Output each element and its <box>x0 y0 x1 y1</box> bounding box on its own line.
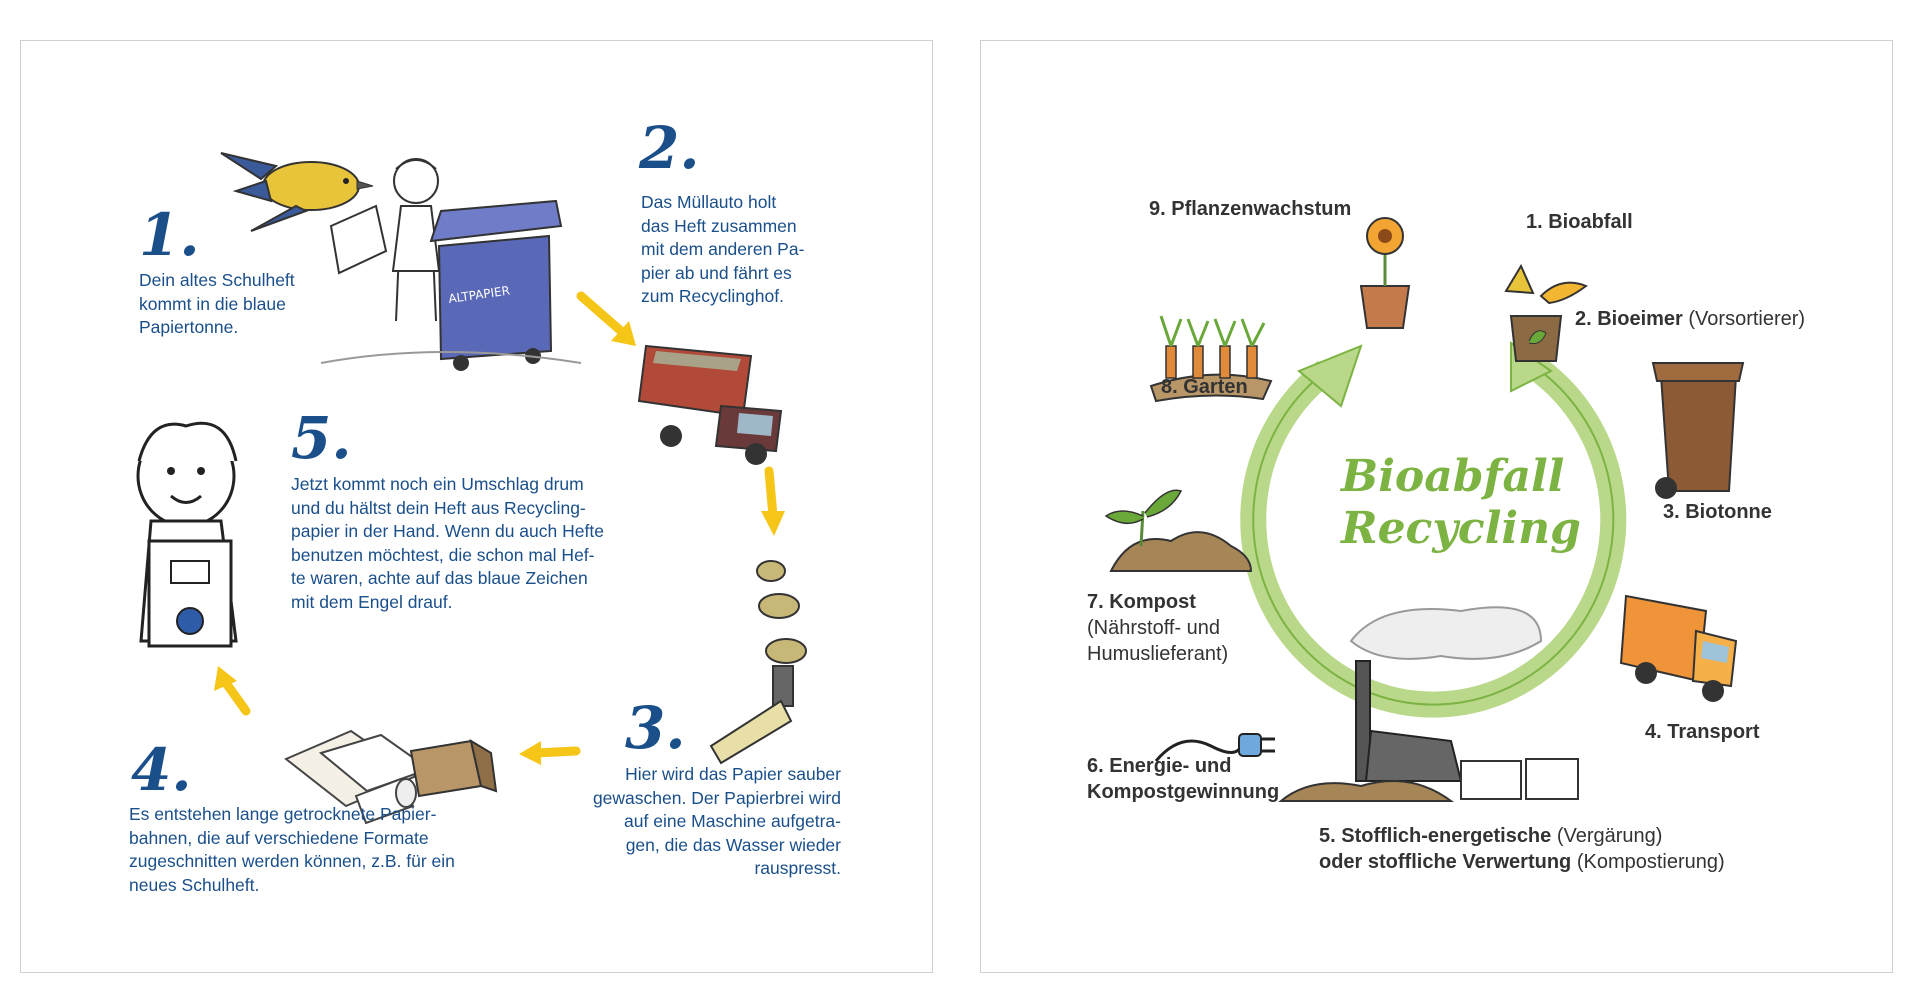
circular-arrow <box>1240 341 1627 718</box>
label-s9-bold: 9. Pflanzenwachstum <box>1149 198 1352 220</box>
step-1-number: 1. <box>139 201 200 269</box>
organic-waste-bin-icon <box>1651 362 1745 499</box>
blue-angel-icon <box>176 607 204 635</box>
paper-recycling-panel: ALTPAPIER <box>20 40 933 973</box>
step-5-number: 5. <box>291 404 352 472</box>
label-s7-line2: (Nährstoff- und <box>1087 615 1220 641</box>
blue-paper-bin-icon: ALTPAPIER <box>429 199 563 371</box>
food-scraps-icon <box>1504 263 1589 305</box>
label-s3-bold: 3. Biotonne <box>1663 501 1772 523</box>
bio-title-line2: Recycling <box>1341 503 1581 554</box>
label-s7-line1: 7. Kompost <box>1087 589 1196 615</box>
transport-truck-icon <box>1619 594 1738 702</box>
label-s2-bold: 2. Bioeimer <box>1575 308 1683 330</box>
arrow-2-to-3 <box>761 466 785 536</box>
label-s2: 2. Bioeimer (Vorsortierer) <box>1575 306 1805 332</box>
label-s5-line1-normal: (Vergärung) <box>1551 825 1663 847</box>
step-3-number: 3. <box>625 694 686 762</box>
child-icon <box>391 158 441 322</box>
label-s5-line1-bold: 5. Stofflich-energetische <box>1319 825 1552 847</box>
arrow-4-to-5 <box>214 666 251 716</box>
arrow-1-to-2 <box>576 291 636 346</box>
label-s7-line1-bold: 7. Kompost <box>1087 591 1196 613</box>
paper-roll-icon <box>354 777 417 825</box>
bio-title: Bioabfall Recycling <box>1341 451 1581 555</box>
bio-cycle-illustrations <box>1104 217 1745 802</box>
paper-cycle-illustrations: ALTPAPIER <box>136 152 807 825</box>
label-s5-line2: oder stoffliche Verwertung (Kompostierun… <box>1319 849 1725 875</box>
flower-pot-icon <box>1359 217 1411 329</box>
label-s2-normal: (Vorsortierer) <box>1682 308 1806 330</box>
label-s8-bold: 8. Garten <box>1161 376 1248 398</box>
arrow-3-to-4 <box>519 741 581 765</box>
label-s7-line3-normal: Humuslieferant) <box>1087 643 1229 665</box>
cardboard-box-icon <box>409 738 498 798</box>
label-s3: 3. Biotonne <box>1663 499 1772 525</box>
step-2-text: Das Müllauto holt das Heft zusammen mit … <box>641 192 805 306</box>
label-s9: 9. Pflanzenwachstum <box>1149 196 1351 222</box>
biogas-plant-icon <box>1278 606 1579 802</box>
label-s6-line2-bold: Kompostgewinnung <box>1087 781 1280 803</box>
step-3-text: Hier wird das Papier sauber gewaschen. D… <box>592 764 841 878</box>
label-s8: 8. Garten <box>1161 374 1248 400</box>
step-2-number: 2. <box>639 114 700 182</box>
label-s6-line1: 6. Energie- und <box>1087 753 1231 779</box>
label-s7-line3: Humuslieferant) <box>1087 641 1228 667</box>
label-s1: 1. Bioabfall <box>1526 209 1633 235</box>
garbage-truck-icon <box>637 344 783 465</box>
child-with-notebook-icon <box>136 421 238 648</box>
step-5-text: Jetzt kommt noch ein Umschlag drum und d… <box>291 474 604 612</box>
step-1-text: Dein altes Schulheft kommt in die blaue … <box>139 270 295 337</box>
garden-icon <box>1149 315 1273 403</box>
paper-machine-icon <box>709 560 807 765</box>
label-s5-line2-normal: (Kompostierung) <box>1571 851 1725 873</box>
label-s4: 4. Transport <box>1645 719 1759 745</box>
label-s6-line1-bold: 6. Energie- und <box>1087 755 1232 777</box>
bio-title-line1: Bioabfall <box>1341 451 1565 502</box>
compost-heap-icon <box>1104 489 1253 572</box>
bird-icon <box>220 152 374 232</box>
label-s5-line1: 5. Stofflich-energetische (Vergärung) <box>1319 823 1662 849</box>
bio-bucket-icon <box>1509 315 1563 362</box>
label-s5-line2-bold: oder stoffliche Verwertung <box>1319 851 1572 873</box>
old-notebook-icon <box>329 204 388 275</box>
label-s6-line2: Kompostgewinnung <box>1087 779 1279 805</box>
step-4-text: Es entstehen lange getrocknete Papier- b… <box>129 804 455 895</box>
bio-recycling-panel: Bioabfall Recycling 9. Pflanzenwachstum … <box>980 40 1893 973</box>
step-4-number: 4. <box>131 736 192 804</box>
label-s1-bold: 1. Bioabfall <box>1526 211 1633 233</box>
label-s7-line2-normal: (Nährstoff- und <box>1087 617 1221 639</box>
label-s4-bold: 4. Transport <box>1645 721 1760 743</box>
power-plug-icon <box>1154 733 1275 762</box>
